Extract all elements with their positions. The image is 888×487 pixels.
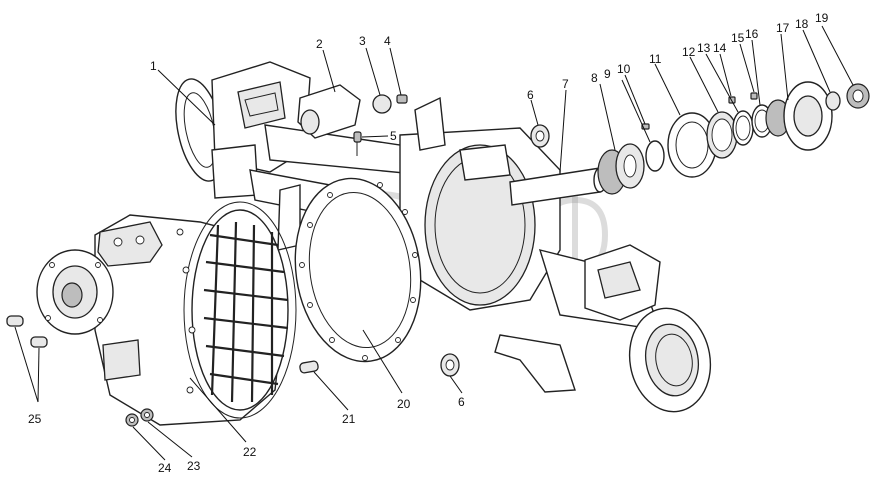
- callout-11: 11: [649, 52, 662, 66]
- callout-14: 14: [713, 41, 727, 55]
- callout-22: 22: [243, 445, 257, 459]
- callout-18: 18: [795, 17, 809, 31]
- callout-7: 7: [562, 77, 569, 91]
- callout-6-upper: 6: [527, 88, 534, 102]
- nut-15: [750, 92, 758, 100]
- callout-4: 4: [384, 34, 391, 48]
- callout-10: 10: [617, 62, 631, 76]
- gearbox-22: [36, 201, 297, 426]
- axle-housing: [175, 61, 712, 413]
- callout-24: 24: [158, 461, 172, 475]
- studs-25: [6, 315, 48, 348]
- ring-upper: [530, 124, 550, 148]
- washer: [372, 94, 392, 114]
- callout-21: 21: [342, 412, 356, 426]
- leader-lines: [14, 25, 854, 461]
- dowel-21: [299, 360, 319, 374]
- callout-19: 19: [815, 11, 829, 25]
- callout-17: 17: [776, 21, 790, 35]
- callout-20: 20: [397, 397, 411, 411]
- cover-gasket-20: [294, 177, 422, 363]
- callout-2: 2: [316, 37, 323, 51]
- clamp-block: [297, 84, 361, 139]
- nut-24: [125, 413, 139, 427]
- callout-6-lower: 6: [458, 395, 465, 409]
- callout-labels: 1 2 3 4 5 6 6 7 8 9 10 11 12 13 14 15 16…: [28, 11, 829, 475]
- callout-5: 5: [390, 129, 397, 143]
- callout-25: 25: [28, 412, 42, 426]
- washer-18: [825, 91, 841, 111]
- callout-9: 9: [604, 67, 611, 81]
- seal-ring-9: [645, 140, 665, 172]
- callout-1: 1: [150, 59, 157, 73]
- callout-23: 23: [187, 459, 201, 473]
- ring-lower: [440, 353, 460, 377]
- bearing-race-12: [706, 111, 738, 159]
- screw: [353, 131, 362, 156]
- nut-23: [140, 408, 154, 422]
- callout-15: 15: [731, 31, 745, 45]
- splined-bearing: [597, 143, 645, 195]
- bearing-17: [765, 81, 833, 151]
- callout-12: 12: [682, 45, 696, 59]
- callout-3: 3: [359, 34, 366, 48]
- callout-13: 13: [697, 41, 711, 55]
- nut-19: [846, 83, 870, 109]
- plug: [396, 94, 408, 104]
- ring-13: [732, 110, 754, 146]
- callout-16: 16: [745, 27, 759, 41]
- callout-8: 8: [591, 71, 598, 85]
